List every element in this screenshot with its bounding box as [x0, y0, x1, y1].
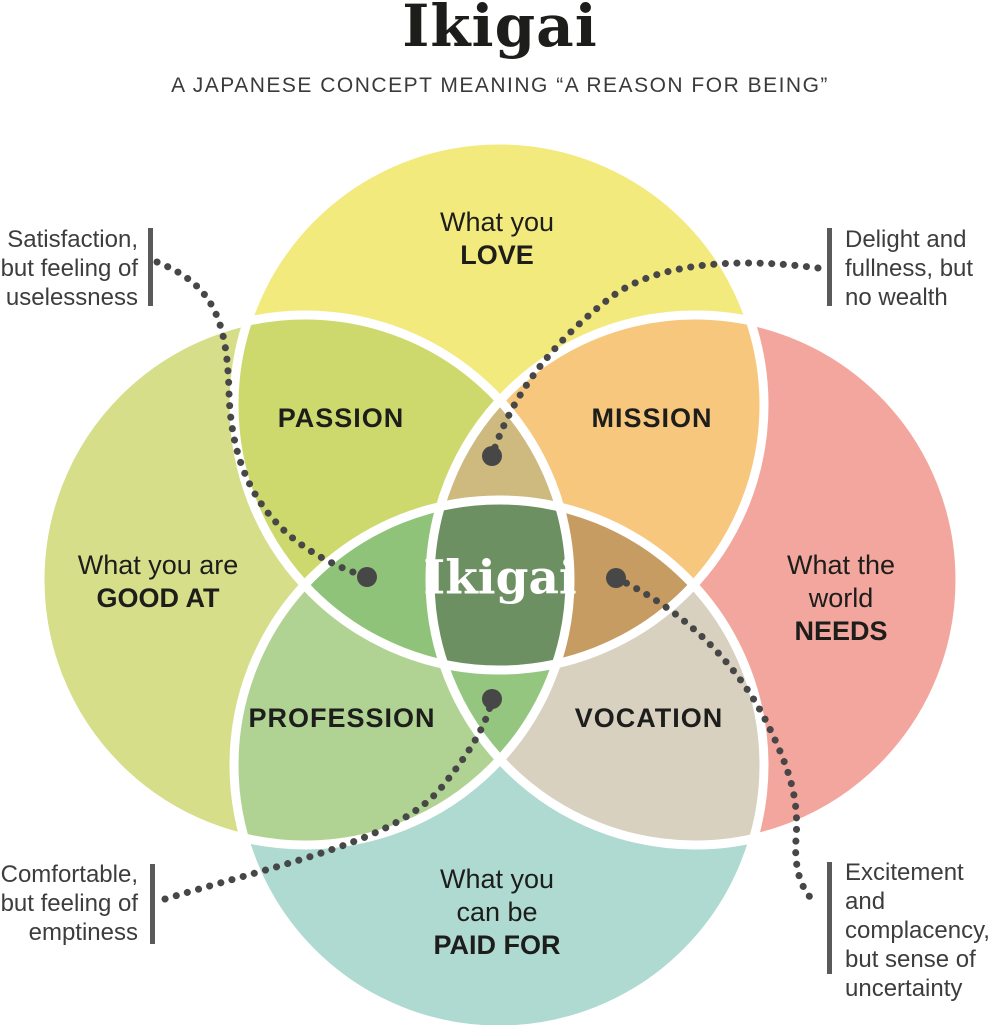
callout-bottom-right-line3: but sense of: [845, 946, 976, 973]
leader-bottom-right: [612, 574, 821, 908]
callout-bottom-right: Excitement and complacency, but sense of…: [845, 858, 1000, 1003]
callout-bottom-left-line3: emptiness: [28, 919, 138, 946]
paid-for-label-line2: can be: [456, 897, 538, 927]
leader-dot-bottom-left: [482, 689, 502, 709]
paid-for-label-line3: PAID FOR: [433, 930, 561, 960]
leader-top-right: [488, 259, 822, 460]
passion-label: PASSION: [277, 403, 405, 433]
callout-top-left-line1: Satisfaction,: [7, 226, 138, 253]
callout-bottom-right-line2: complacency,: [845, 917, 990, 944]
profession-label: PROFESSION: [248, 703, 436, 733]
callout-top-right: Delight and fullness, but no wealth: [845, 225, 973, 312]
good-at-label: What you are GOOD AT: [78, 549, 239, 615]
callout-top-right-bar: [827, 228, 832, 306]
callout-top-left: Satisfaction, but feeling of uselessness: [0, 225, 138, 312]
needs-circle-outline: [425, 310, 965, 850]
leader-dot-top-left: [357, 567, 377, 587]
mission-label: MISSION: [591, 403, 713, 433]
needs-label-line1: What the: [786, 550, 896, 580]
leader-bottom-left: [161, 695, 496, 903]
callout-top-left-line2: but feeling of: [0, 255, 138, 282]
callout-top-left-line3: uselessness: [5, 284, 138, 311]
needs-label: What the world NEEDS: [787, 549, 895, 648]
page-subtitle: A JAPANESE CONCEPT MEANING “A REASON FOR…: [171, 74, 829, 97]
page-title: Ikigai: [402, 0, 598, 60]
callout-bottom-left-bar: [150, 864, 155, 944]
leader-dot-bottom-right: [606, 568, 626, 588]
love-label: What you LOVE: [440, 206, 554, 272]
paid-for-circle-outline: [229, 495, 769, 1025]
leader-dot-top-right: [482, 446, 502, 466]
paid-for-label: What you can be PAID FOR: [434, 863, 561, 962]
callout-bottom-right-line1: Excitement and: [845, 859, 964, 915]
callout-top-right-line3: no wealth: [845, 284, 948, 311]
leader-top-left: [153, 258, 371, 581]
love-circle-outline: [229, 135, 769, 675]
ikigai-center-label: Ikigai: [423, 550, 577, 606]
needs-label-line2: world: [808, 583, 874, 613]
good-at-label-line1: What you are: [77, 550, 239, 580]
callout-bottom-left-line1: Comfortable,: [0, 861, 138, 888]
callout-top-left-bar: [148, 228, 153, 306]
callout-bottom-left: Comfortable, but feeling of emptiness: [0, 860, 138, 947]
callout-top-right-line2: fullness, but: [845, 255, 974, 282]
callout-bottom-left-line2: but feeling of: [0, 890, 138, 917]
good-at-label-line2: GOOD AT: [96, 583, 220, 613]
callout-bottom-right-line4: uncertainty: [845, 975, 963, 1002]
callout-bottom-right-bar: [827, 862, 832, 974]
love-label-line2: LOVE: [460, 240, 534, 270]
vocation-label: VOCATION: [574, 703, 724, 733]
needs-label-line3: NEEDS: [794, 616, 888, 646]
callout-top-right-line1: Delight and: [845, 226, 967, 253]
love-label-line1: What you: [439, 207, 555, 237]
paid-for-label-line1: What you: [439, 864, 555, 894]
good-at-circle-outline: [35, 310, 575, 850]
